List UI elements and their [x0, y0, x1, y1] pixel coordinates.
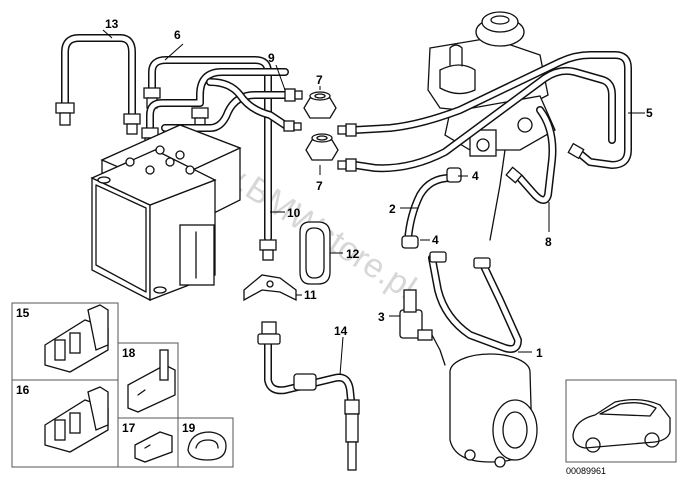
diagram-number: 00089961 [566, 466, 606, 476]
callout-8: 8 [545, 235, 552, 249]
callout-4-lower: 4 [432, 233, 439, 247]
inset-box-17 [117, 417, 179, 468]
clamp-4-upper [446, 167, 462, 183]
brake-hose-14 [257, 321, 360, 471]
callout-19: 19 [182, 421, 196, 435]
callout-7-upper: 7 [316, 73, 323, 87]
brake-line-9 [161, 78, 303, 132]
callout-10: 10 [287, 206, 301, 220]
callout-15: 15 [16, 306, 30, 320]
inset-box-19 [177, 417, 234, 468]
brake-line-8 [505, 106, 557, 204]
callout-4-upper: 4 [472, 169, 479, 183]
callout-6: 6 [174, 28, 181, 42]
brake-line-5 [337, 51, 632, 173]
hydraulic-unit [90, 124, 242, 302]
inset-box-18 [117, 342, 179, 419]
vehicle-thumbnail [565, 379, 677, 463]
callout-17: 17 [122, 421, 136, 435]
callout-11: 11 [304, 288, 317, 302]
callout-12: 12 [346, 247, 360, 261]
bracket-11 [243, 274, 297, 302]
callout-14: 14 [334, 324, 348, 338]
leader-lines [102, 29, 645, 376]
callout-13: 13 [105, 17, 119, 31]
t-fitting-3 [399, 289, 446, 366]
callout-9: 9 [268, 51, 275, 65]
callout-7-lower: 7 [316, 179, 323, 193]
clamp-4-lower [401, 235, 419, 249]
grommet-12 [299, 221, 331, 285]
union-nut-7-lower [305, 133, 339, 161]
inset-box-15 [11, 302, 119, 381]
hydraulic-pump [449, 353, 538, 468]
callout-2: 2 [389, 202, 396, 216]
brake-line-13 [55, 34, 141, 135]
brake-line-1 [428, 149, 522, 353]
callout-16: 16 [16, 383, 30, 397]
callout-18: 18 [122, 346, 136, 360]
union-nut-7-upper [303, 91, 337, 119]
callout-3: 3 [378, 310, 385, 324]
hose-2 [404, 174, 454, 244]
callout-1: 1 [536, 346, 543, 360]
callout-5: 5 [646, 106, 653, 120]
